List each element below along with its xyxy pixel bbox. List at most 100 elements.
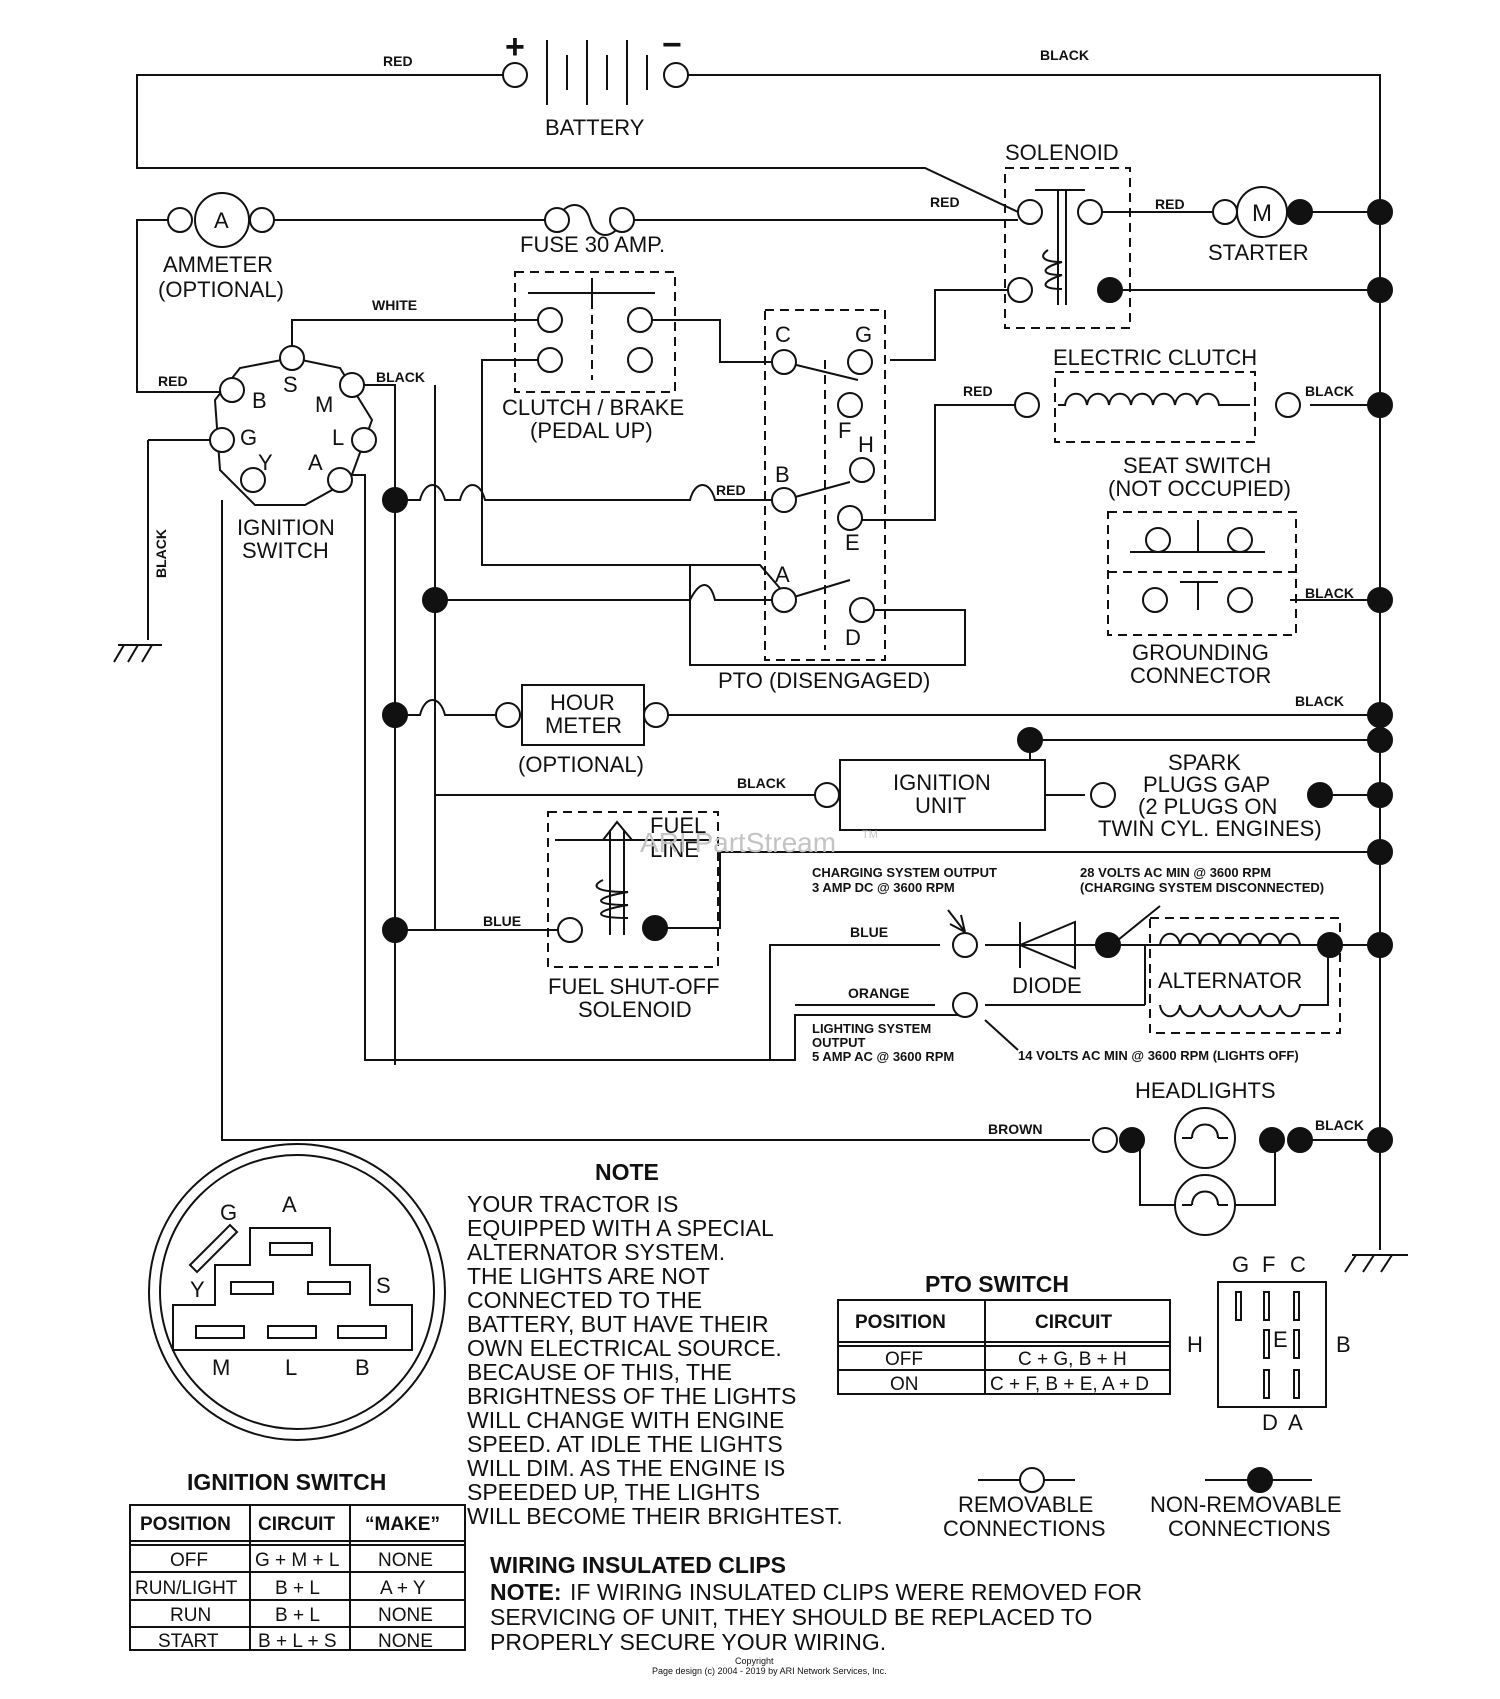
solenoid: SOLENOID: [1004, 140, 1131, 329]
alternator-system: CHARGING SYSTEM OUTPUT 3 AMP DC @ 3600 R…: [812, 865, 1343, 1064]
alternator-label: ALTERNATOR: [1158, 968, 1302, 993]
note-line-5: CONNECTED TO THE: [467, 1287, 702, 1313]
ign-face-l: L: [285, 1355, 297, 1380]
seat-switch-label: SEAT SWITCH: [1123, 453, 1271, 478]
pto-terminal-h: H: [858, 432, 874, 457]
clips-note-label: NOTE:: [490, 1579, 562, 1605]
pto-terminal-f: F: [838, 418, 851, 443]
wire-red-clutch: RED: [963, 383, 993, 399]
grounding-label: GROUNDING: [1132, 640, 1269, 665]
headlights-label: HEADLIGHTS: [1135, 1078, 1276, 1103]
wire-red-solenoid: RED: [930, 194, 960, 210]
wire-brown: BROWN: [988, 1121, 1042, 1137]
note-line-4: THE LIGHTS ARE NOT: [467, 1263, 710, 1289]
wire-labels: RED BLACK RED RED WHITE RED BLACK RED BL…: [153, 47, 1364, 1137]
footer: Copyright Page design (c) 2004 - 2019 by…: [652, 1656, 887, 1676]
watermark: ARI PartStream TM: [640, 827, 878, 858]
starter-label: STARTER: [1208, 240, 1309, 265]
wire-black-ignition: BLACK: [376, 369, 425, 385]
ign-header-circuit: CIRCUIT: [258, 1514, 335, 1535]
ign-header-position: POSITION: [140, 1514, 231, 1535]
wire-orange: ORANGE: [848, 985, 909, 1001]
terminal-l: L: [332, 425, 344, 450]
ammeter-symbol: A: [214, 208, 229, 233]
fuse-label: FUSE 30 AMP.: [520, 232, 665, 257]
note-line-11: SPEED. AT IDLE THE LIGHTS: [467, 1431, 783, 1457]
spark-line-2: PLUGS GAP: [1143, 772, 1270, 797]
hour-meter-label: HOUR: [550, 690, 615, 715]
lighting-line-1: LIGHTING SYSTEM: [812, 1021, 931, 1036]
pto-face-g: G: [1232, 1252, 1249, 1277]
ign-row1-position: OFF: [170, 1550, 208, 1571]
pto-row2-position: ON: [890, 1374, 919, 1395]
seat-switch: SEAT SWITCH (NOT OCCUPIED) GROUNDING CON…: [1107, 453, 1297, 688]
electric-clutch: ELECTRIC CLUTCH: [1014, 345, 1301, 443]
wire-blue-fuel: BLUE: [483, 913, 521, 929]
battery-minus: −: [662, 26, 682, 64]
pto-row1-circuit: C + G, B + H: [1018, 1349, 1127, 1370]
terminal-m: M: [315, 392, 333, 417]
electric-clutch-label: ELECTRIC CLUTCH: [1053, 345, 1257, 370]
ign-face-s: S: [376, 1273, 391, 1298]
wire-red-battery: RED: [383, 53, 413, 69]
battery-plus: +: [505, 28, 525, 66]
pto-header-circuit: CIRCUIT: [1035, 1312, 1112, 1333]
note-line-10: WILL CHANGE WITH ENGINE: [467, 1407, 784, 1433]
ignition-unit: IGNITION UNIT SPARK PLUGS GAP (2 PLUGS O…: [814, 750, 1333, 841]
pto-face-c: C: [1290, 1252, 1306, 1277]
note-line-3: ALTERNATOR SYSTEM.: [467, 1239, 725, 1265]
pto-terminal-g: G: [855, 322, 872, 347]
clips-line-2: SERVICING OF UNIT, THEY SHOULD BE REPLAC…: [490, 1604, 1092, 1630]
footer-page-design: Page design (c) 2004 - 2019 by ARI Netwo…: [652, 1666, 887, 1676]
fuel-line-2: LINE: [650, 837, 699, 862]
ign-face-m: M: [212, 1355, 230, 1380]
clutch-brake-sub: (PEDAL UP): [530, 418, 653, 443]
charging-line-2: 3 AMP DC @ 3600 RPM: [812, 880, 955, 895]
note-line-8: BECAUSE OF THIS, THE: [467, 1359, 732, 1385]
wire-red-ignition: RED: [158, 373, 188, 389]
fuel-solenoid: FUEL LINE FUEL SHUT-OFF SOLENOID: [547, 811, 720, 1022]
ign-row4-make: NONE: [378, 1631, 433, 1652]
pto-face-a: A: [1288, 1410, 1303, 1435]
ignition-switch: B S M G L Y A IGNITION SWITCH: [209, 345, 377, 563]
wire-blue-diode: BLUE: [850, 924, 888, 940]
note-title: NOTE: [595, 1159, 659, 1185]
starter: M STARTER: [1208, 186, 1313, 265]
pto-terminal-d: D: [845, 625, 861, 650]
headlights: HEADLIGHTS: [1092, 1078, 1313, 1236]
starter-motor-symbol: M: [1252, 200, 1272, 227]
seat-switch-sub: (NOT OCCUPIED): [1108, 476, 1291, 501]
battery: + − BATTERY: [502, 26, 689, 140]
wire-black-hour: BLACK: [1295, 693, 1344, 709]
bus-dots: [382, 199, 1393, 1153]
note-block: NOTE YOUR TRACTOR IS EQUIPPED WITH A SPE…: [467, 1159, 843, 1529]
hour-meter: HOUR METER (OPTIONAL): [495, 684, 669, 777]
spark-line-3: (2 PLUGS ON: [1138, 794, 1277, 819]
lighting-line-2: OUTPUT: [812, 1035, 866, 1050]
wire-black-headlights: BLACK: [1315, 1117, 1364, 1133]
pto-terminal-e: E: [845, 530, 860, 555]
note-line-1: YOUR TRACTOR IS: [467, 1191, 678, 1217]
ign-row2-circuit: B + L: [275, 1578, 320, 1599]
pto-face-b: B: [1336, 1332, 1351, 1357]
ign-row2-make: A + Y: [380, 1578, 426, 1599]
pto-label: PTO (DISENGAGED): [718, 668, 930, 693]
pto-row2-circuit: C + F, B + E, A + D: [990, 1374, 1149, 1395]
ign-row4-circuit: B + L + S: [258, 1631, 337, 1652]
legend-removable-2: CONNECTIONS: [943, 1516, 1106, 1541]
pto-header-position: POSITION: [855, 1312, 946, 1333]
wire-red-pto: RED: [716, 482, 746, 498]
clutch-brake-switch: CLUTCH / BRAKE (PEDAL UP): [502, 271, 684, 443]
pto-switch: C G F H B E A D PTO (DISENGAGED): [718, 309, 930, 693]
clips-line-3: PROPERLY SECURE YOUR WIRING.: [490, 1629, 886, 1655]
ignition-unit-sub: UNIT: [915, 793, 966, 818]
wire-black-ground: BLACK: [153, 529, 169, 578]
ign-row3-position: RUN: [170, 1605, 211, 1626]
note-line-13: SPEEDED UP, THE LIGHTS: [467, 1479, 760, 1505]
ign-row3-circuit: B + L: [275, 1605, 320, 1626]
ignition-unit-label: IGNITION: [893, 770, 991, 795]
legend-nonremovable-2: CONNECTIONS: [1168, 1516, 1331, 1541]
pto-terminal-a: A: [775, 562, 790, 587]
note-line-7: OWN ELECTRICAL SOURCE.: [467, 1335, 782, 1361]
volts28-line-2: (CHARGING SYSTEM DISCONNECTED): [1080, 880, 1324, 895]
